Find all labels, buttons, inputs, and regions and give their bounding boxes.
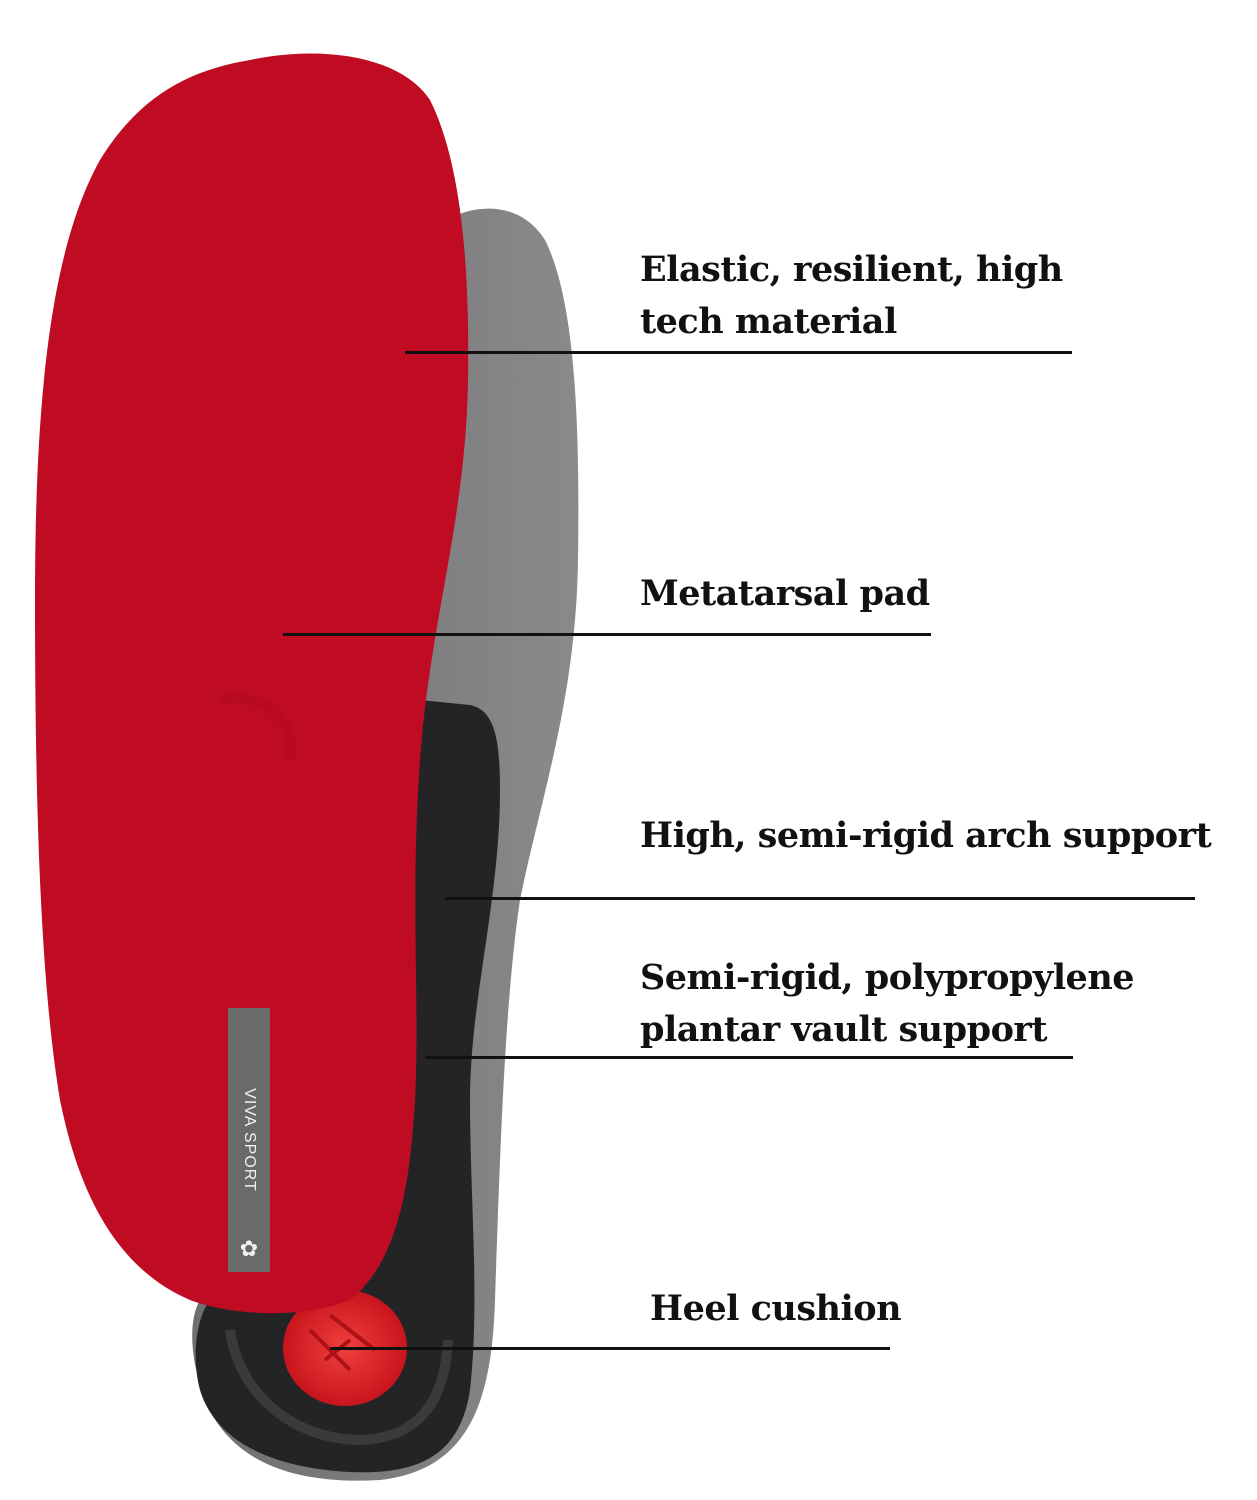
label-line: Elastic, resilient, high [640, 249, 1063, 290]
label-line: tech material [640, 301, 897, 342]
label-plantar-vault: Semi-rigid, polypropylene plantar vault … [640, 952, 1135, 1056]
label-line: Semi-rigid, polypropylene [640, 957, 1135, 998]
label-line: Metatarsal pad [640, 573, 930, 614]
label-line: High, semi-rigid arch support [640, 815, 1212, 856]
leader-line-heel-cushion [330, 1347, 890, 1350]
label-line: plantar vault support [640, 1009, 1048, 1050]
brand-name: VIVA SPORT [241, 1088, 258, 1192]
leader-line-metatarsal-pad [283, 633, 931, 636]
brand-tag: VIVA SPORT ✿ [228, 1008, 270, 1272]
label-heel-cushion: Heel cushion [650, 1283, 902, 1335]
label-metatarsal-pad: Metatarsal pad [640, 568, 930, 620]
label-material: Elastic, resilient, high tech material [640, 244, 1063, 348]
label-arch-support: High, semi-rigid arch support [640, 810, 1212, 862]
leader-line-arch-support [445, 897, 1195, 900]
flower-logo-icon: ✿ [239, 1237, 259, 1262]
insole-top-red [35, 53, 469, 1314]
leader-line-material [405, 351, 1072, 354]
label-line: Heel cushion [650, 1288, 902, 1329]
leader-line-plantar-vault [425, 1056, 1073, 1059]
